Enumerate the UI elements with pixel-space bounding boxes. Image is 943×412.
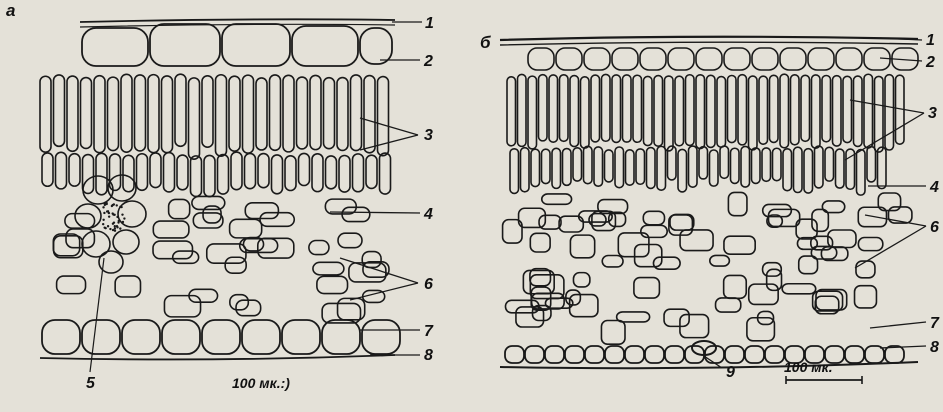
panel-a-xylem-dot (114, 230, 116, 232)
panel-b-label-1: 1 (926, 32, 935, 49)
panel-a-xylem-dot (114, 225, 116, 227)
panel-a-xylem-dot (116, 225, 118, 227)
panel-b-label-6: 6 (930, 219, 939, 236)
panel-a-xylem-dot (113, 221, 115, 223)
panel-a-label-1: 1 (425, 15, 434, 32)
panel-a-xylem-dot (119, 206, 121, 208)
panel-a-xylem-dot (109, 228, 111, 230)
panel-a-xylem-dot (102, 206, 104, 208)
panel-a-xylem-dot (105, 202, 107, 204)
panel-b-letter: б (480, 33, 491, 52)
panel-a-xylem-dot (116, 204, 118, 206)
panel-a-xylem-dot (123, 217, 125, 219)
panel-a-xylem-dot (118, 220, 120, 222)
panel-a-xylem-dot (104, 227, 106, 229)
panel-a-label-5: 5 (86, 375, 96, 392)
panel-a-label-2: 2 (423, 53, 433, 70)
panel-a-label-8: 8 (424, 347, 433, 364)
panel-b-label-2: 2 (925, 54, 935, 71)
panel-a-xylem-dot (113, 214, 115, 216)
panel-b-label-8: 8 (930, 339, 939, 356)
panel-b-label-7: 7 (930, 315, 940, 332)
panel-a-xylem-dot (103, 212, 105, 214)
panel-a-xylem-dot (114, 227, 116, 229)
panel-a-label-6: 6 (424, 276, 433, 293)
panel-b-label-3: 3 (928, 105, 937, 122)
panel-a-xylem-dot (116, 216, 118, 218)
panel-a-xylem-dot (106, 210, 108, 212)
panel-a-xylem-dot (111, 204, 113, 206)
panel-a-label-3: 3 (424, 127, 433, 144)
panel-a-xylem-dot (108, 215, 110, 217)
panel-a-xylem-dot (104, 204, 106, 206)
panel-a-xylem-dot (102, 223, 104, 225)
panel-a-letter: а (6, 1, 15, 20)
panel-a-xylem-dot (102, 219, 104, 221)
panel-b-label-9: 9 (726, 364, 735, 381)
panel-a-xylem-dot (122, 221, 124, 223)
panel-a-xylem-dot (107, 225, 109, 227)
panel-a-xylem-dot (119, 227, 121, 229)
panel-a-xylem-dot (121, 213, 123, 215)
panel-b-scale-text: 100 мк. (784, 359, 833, 375)
panel-a-label-7: 7 (424, 323, 434, 340)
panel-b-label-4: 4 (929, 179, 939, 196)
panel-a-label-4: 4 (423, 206, 433, 223)
panel-a-scale-text: 100 мк.:) (232, 375, 290, 391)
